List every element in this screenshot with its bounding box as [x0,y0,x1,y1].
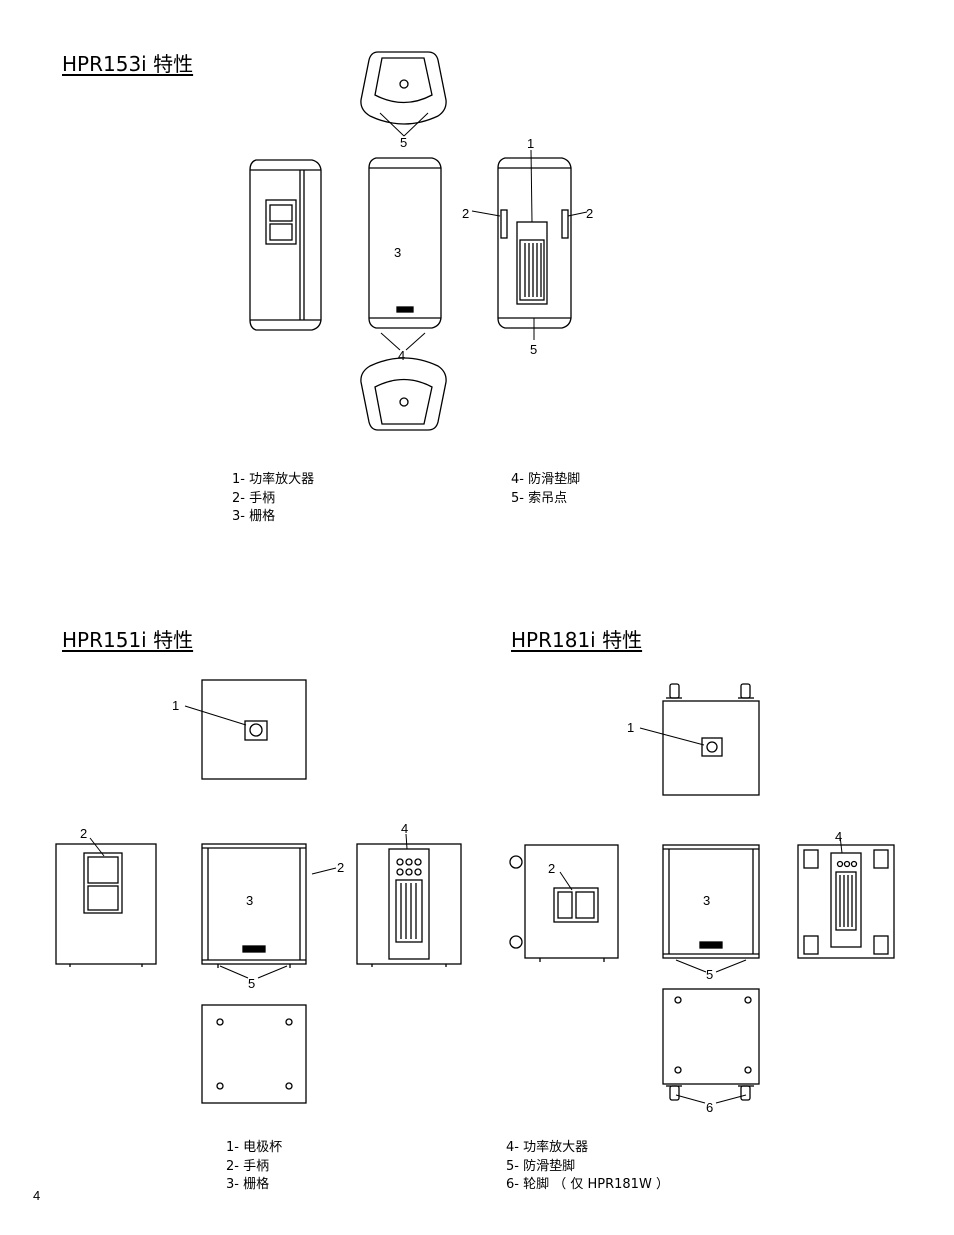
legend-item: 6- 轮脚 （ 仅 HPR181W ） [506,1177,669,1192]
legend-item: 2- 手柄 [226,1158,270,1174]
hpr151i-callout-1: 1 [172,698,179,713]
hpr181i-callout-3: 3 [703,893,710,908]
section-title-hpr151i: HPR151i 特性 [62,628,194,652]
hpr153i-side-view [249,159,322,331]
hpr151i-callout-3: 3 [246,893,253,908]
hpr153i-legend-right: 4- 防滑垫脚 5- 索吊点 [511,471,580,508]
legend-item: 1- 功率放大器 [232,472,315,487]
hpr181i-side-view [509,844,619,962]
hpr181i-rear-view [797,844,895,959]
callout-2-left: 2 [462,206,469,221]
legend-item: 1- 电极杯 [226,1140,283,1155]
section-title-hpr153i: HPR153i 特性 [62,52,194,76]
bottom-legend-left: 1- 电极杯 2- 手柄 3- 栅格 [226,1139,282,1195]
legend-item: 3- 栅格 [226,1177,270,1192]
page-number: 4 [33,1188,41,1203]
hpr181i-front-view [662,844,760,959]
hpr153i-legend-left: 1- 功率放大器 2- 手柄 3- 栅格 [232,471,314,527]
hpr151i-side-view [55,843,157,967]
hpr151i-front-view [201,843,307,968]
section-title-hpr181i: HPR181i 特性 [511,628,643,652]
hpr151i-bottom-view [201,1004,307,1104]
hpr151i-callout-5: 5 [248,976,255,991]
legend-item: 5- 防滑垫脚 [506,1158,576,1174]
hpr151i-callout-2-side: 2 [80,826,87,841]
hpr153i-rear-view [497,157,572,329]
bottom-legend-right: 4- 功率放大器 5- 防滑垫脚 6- 轮脚 （ 仅 HPR181W ） [506,1139,669,1195]
hpr151i-callout-2-front: 2 [337,860,344,875]
hpr151i-callout-4: 4 [401,821,408,836]
hpr153i-top-view [360,51,447,125]
hpr181i-top-view [662,683,760,796]
callout-4: 4 [398,348,405,363]
legend-item: 5- 索吊点 [511,490,568,506]
hpr181i-callout-1: 1 [627,720,634,735]
hpr181i-callout-5: 5 [706,967,713,982]
hpr181i-callout-4: 4 [835,829,842,844]
legend-item: 2- 手柄 [232,490,276,506]
callout-2-right: 2 [586,206,593,221]
legend-item: 3- 栅格 [232,509,276,524]
callout-5-top: 5 [400,135,407,150]
legend-item: 4- 防滑垫脚 [511,472,581,487]
hpr181i-callout-2: 2 [548,861,555,876]
hpr181i-bottom-view [662,988,760,1101]
hpr181i-callout-6: 6 [706,1100,713,1115]
hpr153i-bottom-view [360,357,447,431]
callout-1: 1 [527,136,534,151]
hpr153i-diagram: 5 1 2 2 3 5 4 [249,51,593,431]
callout-3: 3 [394,245,401,260]
hpr153i-front-view [368,157,442,329]
hpr151i-rear-view [356,843,462,967]
hpr151i-top-view [201,679,307,780]
legend-item: 4- 功率放大器 [506,1140,589,1155]
callout-5-rear: 5 [530,342,537,357]
